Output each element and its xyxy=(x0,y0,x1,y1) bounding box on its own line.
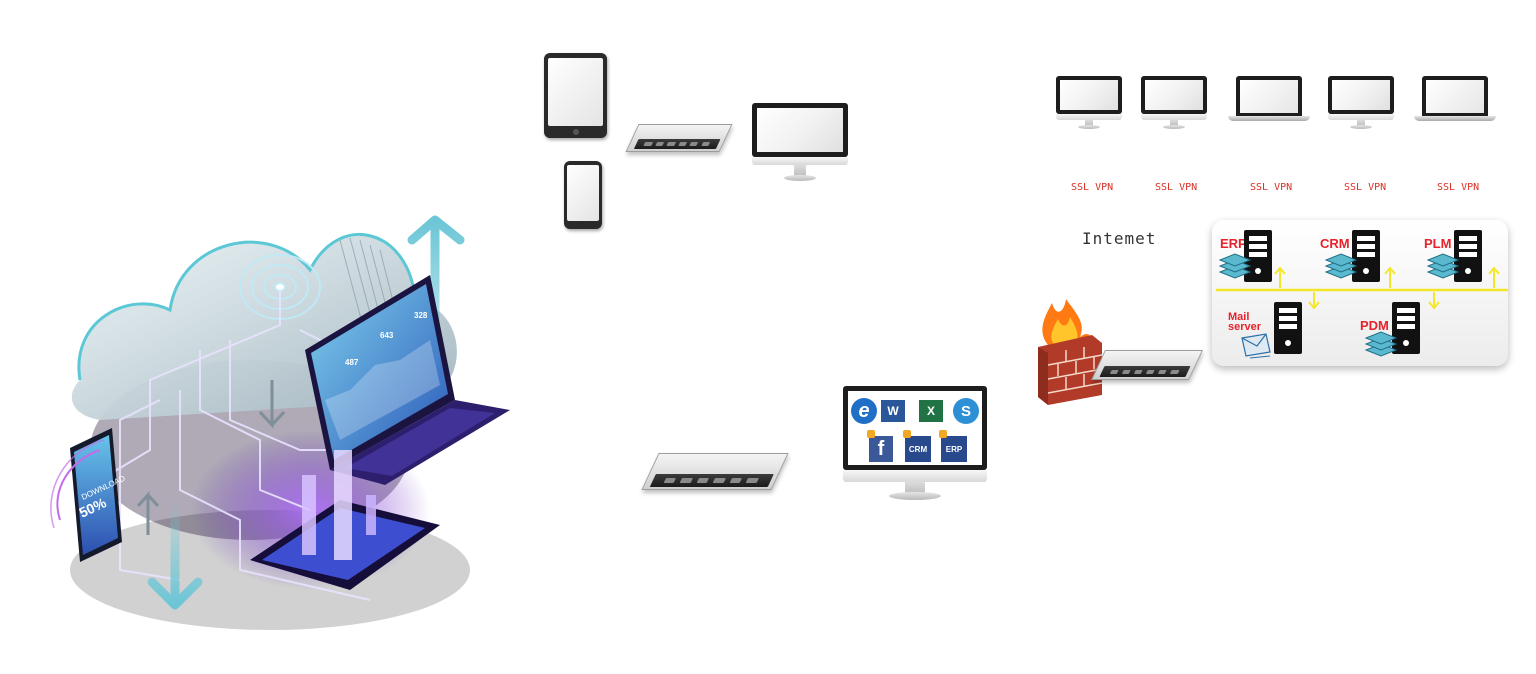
rack-server xyxy=(641,453,789,490)
lock-icon xyxy=(903,430,911,438)
plm-label: PLM xyxy=(1424,236,1452,251)
crm-server-icon xyxy=(1352,230,1380,282)
mail-label-line1: Mail xyxy=(1228,311,1250,323)
phone-illustration xyxy=(50,428,122,562)
client-laptop xyxy=(1414,76,1496,124)
skype-icon: S xyxy=(953,398,979,424)
erp-label: ERP xyxy=(1220,236,1247,251)
database-stack-icon xyxy=(1218,253,1252,279)
erp-server-icon xyxy=(1244,230,1272,282)
ssl-vpn-label: SSL VPN xyxy=(1250,182,1293,193)
facebook-icon: f xyxy=(869,436,893,462)
ssl-vpn-label: SSL VPN xyxy=(1071,182,1114,193)
pdm-server-icon xyxy=(1392,302,1420,354)
database-stack-icon xyxy=(1364,331,1398,357)
mail-server-icon xyxy=(1274,302,1302,354)
pdm-label: PDM xyxy=(1360,318,1389,333)
client-monitor xyxy=(1056,76,1122,132)
client-laptop xyxy=(1228,76,1310,124)
database-stack-icon xyxy=(1426,253,1460,279)
erp-app-icon: ERP xyxy=(941,436,967,462)
phone-device xyxy=(564,161,602,229)
internet-label: Intemet xyxy=(1082,229,1157,248)
ssl-vpn-label: SSL VPN xyxy=(1437,182,1480,193)
rack-server xyxy=(625,124,733,152)
stat-label-1: 487 xyxy=(345,358,359,367)
crm-label: CRM xyxy=(1320,236,1350,251)
cloud-computing-illustration: 487 643 328 DOWNLOAD 50% xyxy=(40,150,530,650)
tablet-device xyxy=(544,53,607,138)
rack-server xyxy=(1091,350,1203,380)
enterprise-servers-panel: ERP CRM PLM Mail server PDM xyxy=(1212,220,1508,366)
desktop-monitor xyxy=(752,103,848,183)
mail-server-label: Mail server xyxy=(1228,311,1262,333)
plm-server-icon xyxy=(1454,230,1482,282)
stat-label-3: 328 xyxy=(414,311,428,320)
database-stack-icon xyxy=(1324,253,1358,279)
laptop-illustration xyxy=(305,275,510,485)
ssl-vpn-label: SSL VPN xyxy=(1344,182,1387,193)
firewall-icon xyxy=(1030,295,1110,407)
application-monitor: e W X S f CRM ERP xyxy=(843,386,987,504)
ssl-vpn-label: SSL VPN xyxy=(1155,182,1198,193)
client-monitor xyxy=(1328,76,1394,132)
ie-icon: e xyxy=(851,398,877,424)
mail-label-line2: server xyxy=(1228,321,1262,333)
crm-app-icon: CRM xyxy=(905,436,931,462)
envelope-icon xyxy=(1241,333,1271,359)
stat-label-2: 643 xyxy=(380,331,394,340)
excel-icon: X xyxy=(919,400,943,422)
client-monitor xyxy=(1141,76,1207,132)
word-icon: W xyxy=(881,400,905,422)
lock-icon xyxy=(867,430,875,438)
lock-icon xyxy=(939,430,947,438)
